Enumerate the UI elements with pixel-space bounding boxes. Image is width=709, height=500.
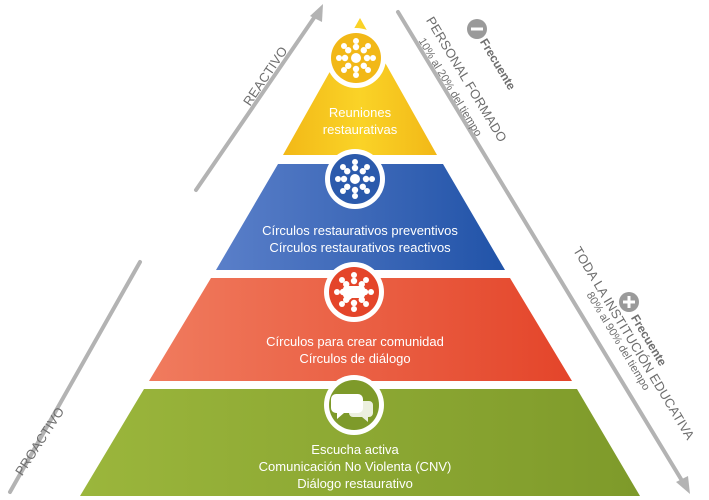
person-body-icon [344,168,351,175]
person-head-icon [336,55,342,61]
person-head-icon [351,272,357,278]
frequency-arrowhead [676,476,690,494]
person-body-icon [343,281,350,288]
person-head-icon [335,176,341,182]
tier-3-label: Círculos para crear comunidad Círculos d… [266,334,444,366]
reactive-arrow [194,10,320,192]
person-head-icon [339,188,346,195]
person-body-icon [350,299,358,307]
person-head-icon [353,72,359,78]
person-body-icon [351,186,359,194]
person-head-icon [353,38,359,44]
proactive-arrow [8,260,142,494]
table-icon [351,53,361,63]
person-body-icon [344,183,351,190]
person-head-icon [339,163,346,170]
person-body-icon [351,164,359,172]
person-head-icon [364,188,371,195]
pyramid-tier-2 [216,164,505,270]
person-body-icon [350,277,358,285]
frequency-arrow [396,10,686,486]
minus-icon [467,19,487,39]
person-head-icon [338,301,345,308]
person-body-icon [359,168,366,175]
person-body-icon [345,47,352,54]
person-head-icon [334,289,340,295]
person-body-icon [340,175,348,183]
person-body-icon [345,62,352,69]
person-body-icon [360,47,367,54]
tier-2-label: Círculos restaurativos preventivos Círcu… [262,223,458,255]
tier-1-label: Reuniones restaurativas [322,105,398,137]
person-body-icon [360,62,367,69]
tier-3-group-icon [324,262,384,322]
plus-icon [619,292,639,312]
person-head-icon [368,289,374,295]
person-head-icon [363,301,370,308]
person-body-icon [358,281,365,288]
person-head-icon [369,176,375,182]
person-body-icon [352,65,360,73]
pyramid-tier-3 [149,278,572,381]
tier-4-speech-bubbles-icon [324,375,384,435]
table-icon [350,174,360,184]
person-head-icon [340,67,347,74]
person-body-icon [358,296,365,303]
reactive-arrowhead [310,4,323,22]
person-head-icon [351,306,357,312]
pyramid-tier-4 [80,389,640,496]
tier-2-group-icon [325,149,385,209]
person-head-icon [365,42,372,49]
person-head-icon [364,163,371,170]
person-head-icon [340,42,347,49]
person-head-icon [370,55,376,61]
person-body-icon [352,43,360,51]
person-head-icon [352,193,358,199]
person-body-icon [362,175,370,183]
person-head-icon [365,67,372,74]
tier-1-group-icon [326,28,386,88]
person-head-icon [363,276,370,283]
person-head-icon [338,276,345,283]
tier-4-label: Escucha activa Comunicación No Violenta … [258,442,452,491]
person-body-icon [363,54,371,62]
person-body-icon [341,54,349,62]
person-head-icon [352,159,358,165]
person-body-icon [359,183,366,190]
